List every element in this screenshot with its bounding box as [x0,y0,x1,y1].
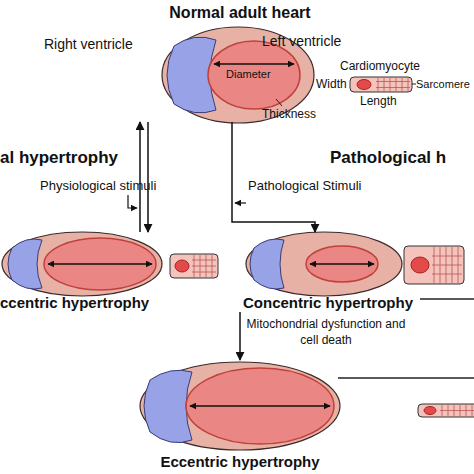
left-ventricle [44,238,156,290]
cell-nucleus [175,260,189,272]
connector-arrow [139,122,141,232]
cardiomyocyte-cell [170,254,218,278]
diameter-arrow [214,63,294,64]
edge-label: Mitochondrial dysfunction and cell death [246,316,406,348]
frame-line [420,298,474,300]
part-label: Length [360,93,397,109]
diameter-arrow [190,405,330,406]
right-ventricle [250,239,284,289]
leader-line [412,84,416,85]
heart-node: ccentric hypertrophy [0,232,170,312]
part-label: Thickness [262,106,316,122]
part-label: Diameter [226,66,271,82]
heart-heading: Normal adult heart [130,4,350,22]
heart-wall [2,232,162,296]
heart-heading: Eccentric hypertrophy [130,453,350,471]
cell-body [418,404,474,417]
cell-nucleus [424,407,436,415]
cardiomyocyte-cell [350,77,416,92]
heart-heading: Concentric hypertrophy [236,294,420,312]
connector-arrow [232,122,315,232]
sarcomere-stripes [376,78,410,91]
stimulus-pointer [235,202,246,203]
diameter-arrow [310,263,374,264]
cell-nucleus [411,257,429,273]
stimulus-pointer [128,195,137,208]
diameter-arrow [48,263,152,264]
cardiomyocyte-cell [404,246,464,284]
heart-node: Eccentric hypertrophy [130,360,350,474]
connector-arrow [239,312,241,360]
cell-body [404,246,464,284]
right-ventricle [8,239,42,289]
cell-body [170,254,218,278]
heart-heading: ccentric hypertrophy [0,294,170,312]
part-label: Width [316,76,347,92]
right-ventricle [144,370,192,442]
heart-node: Concentric hypertrophy [236,232,420,312]
part-label: Left ventricle [262,33,341,49]
sarcomere-stripes [192,255,216,277]
heart-wall [140,362,340,450]
edge-label: Pathological Stimuli [248,178,361,194]
part-label: al hypertrophy [0,150,118,166]
part-label: Pathological h [330,150,446,166]
left-ventricle [208,41,300,109]
frame-line [338,377,474,379]
sarcomere-stripes [432,247,462,283]
part-label: Cardiomyocyte [340,58,420,74]
cell-nucleus [357,80,371,90]
connector-arrow [147,122,149,232]
heart-wall [246,232,402,296]
cardiomyocyte-cell [418,404,474,417]
sarcomere-stripes [440,405,474,416]
left-ventricle [306,246,378,282]
edge-label: Physiological stimuli [40,178,156,194]
part-label: Sarcomere [416,76,470,92]
part-label: Right ventricle [44,36,133,52]
cell-body [350,77,412,92]
heart-node: Normal adult heart [130,2,350,122]
left-ventricle [186,368,334,444]
